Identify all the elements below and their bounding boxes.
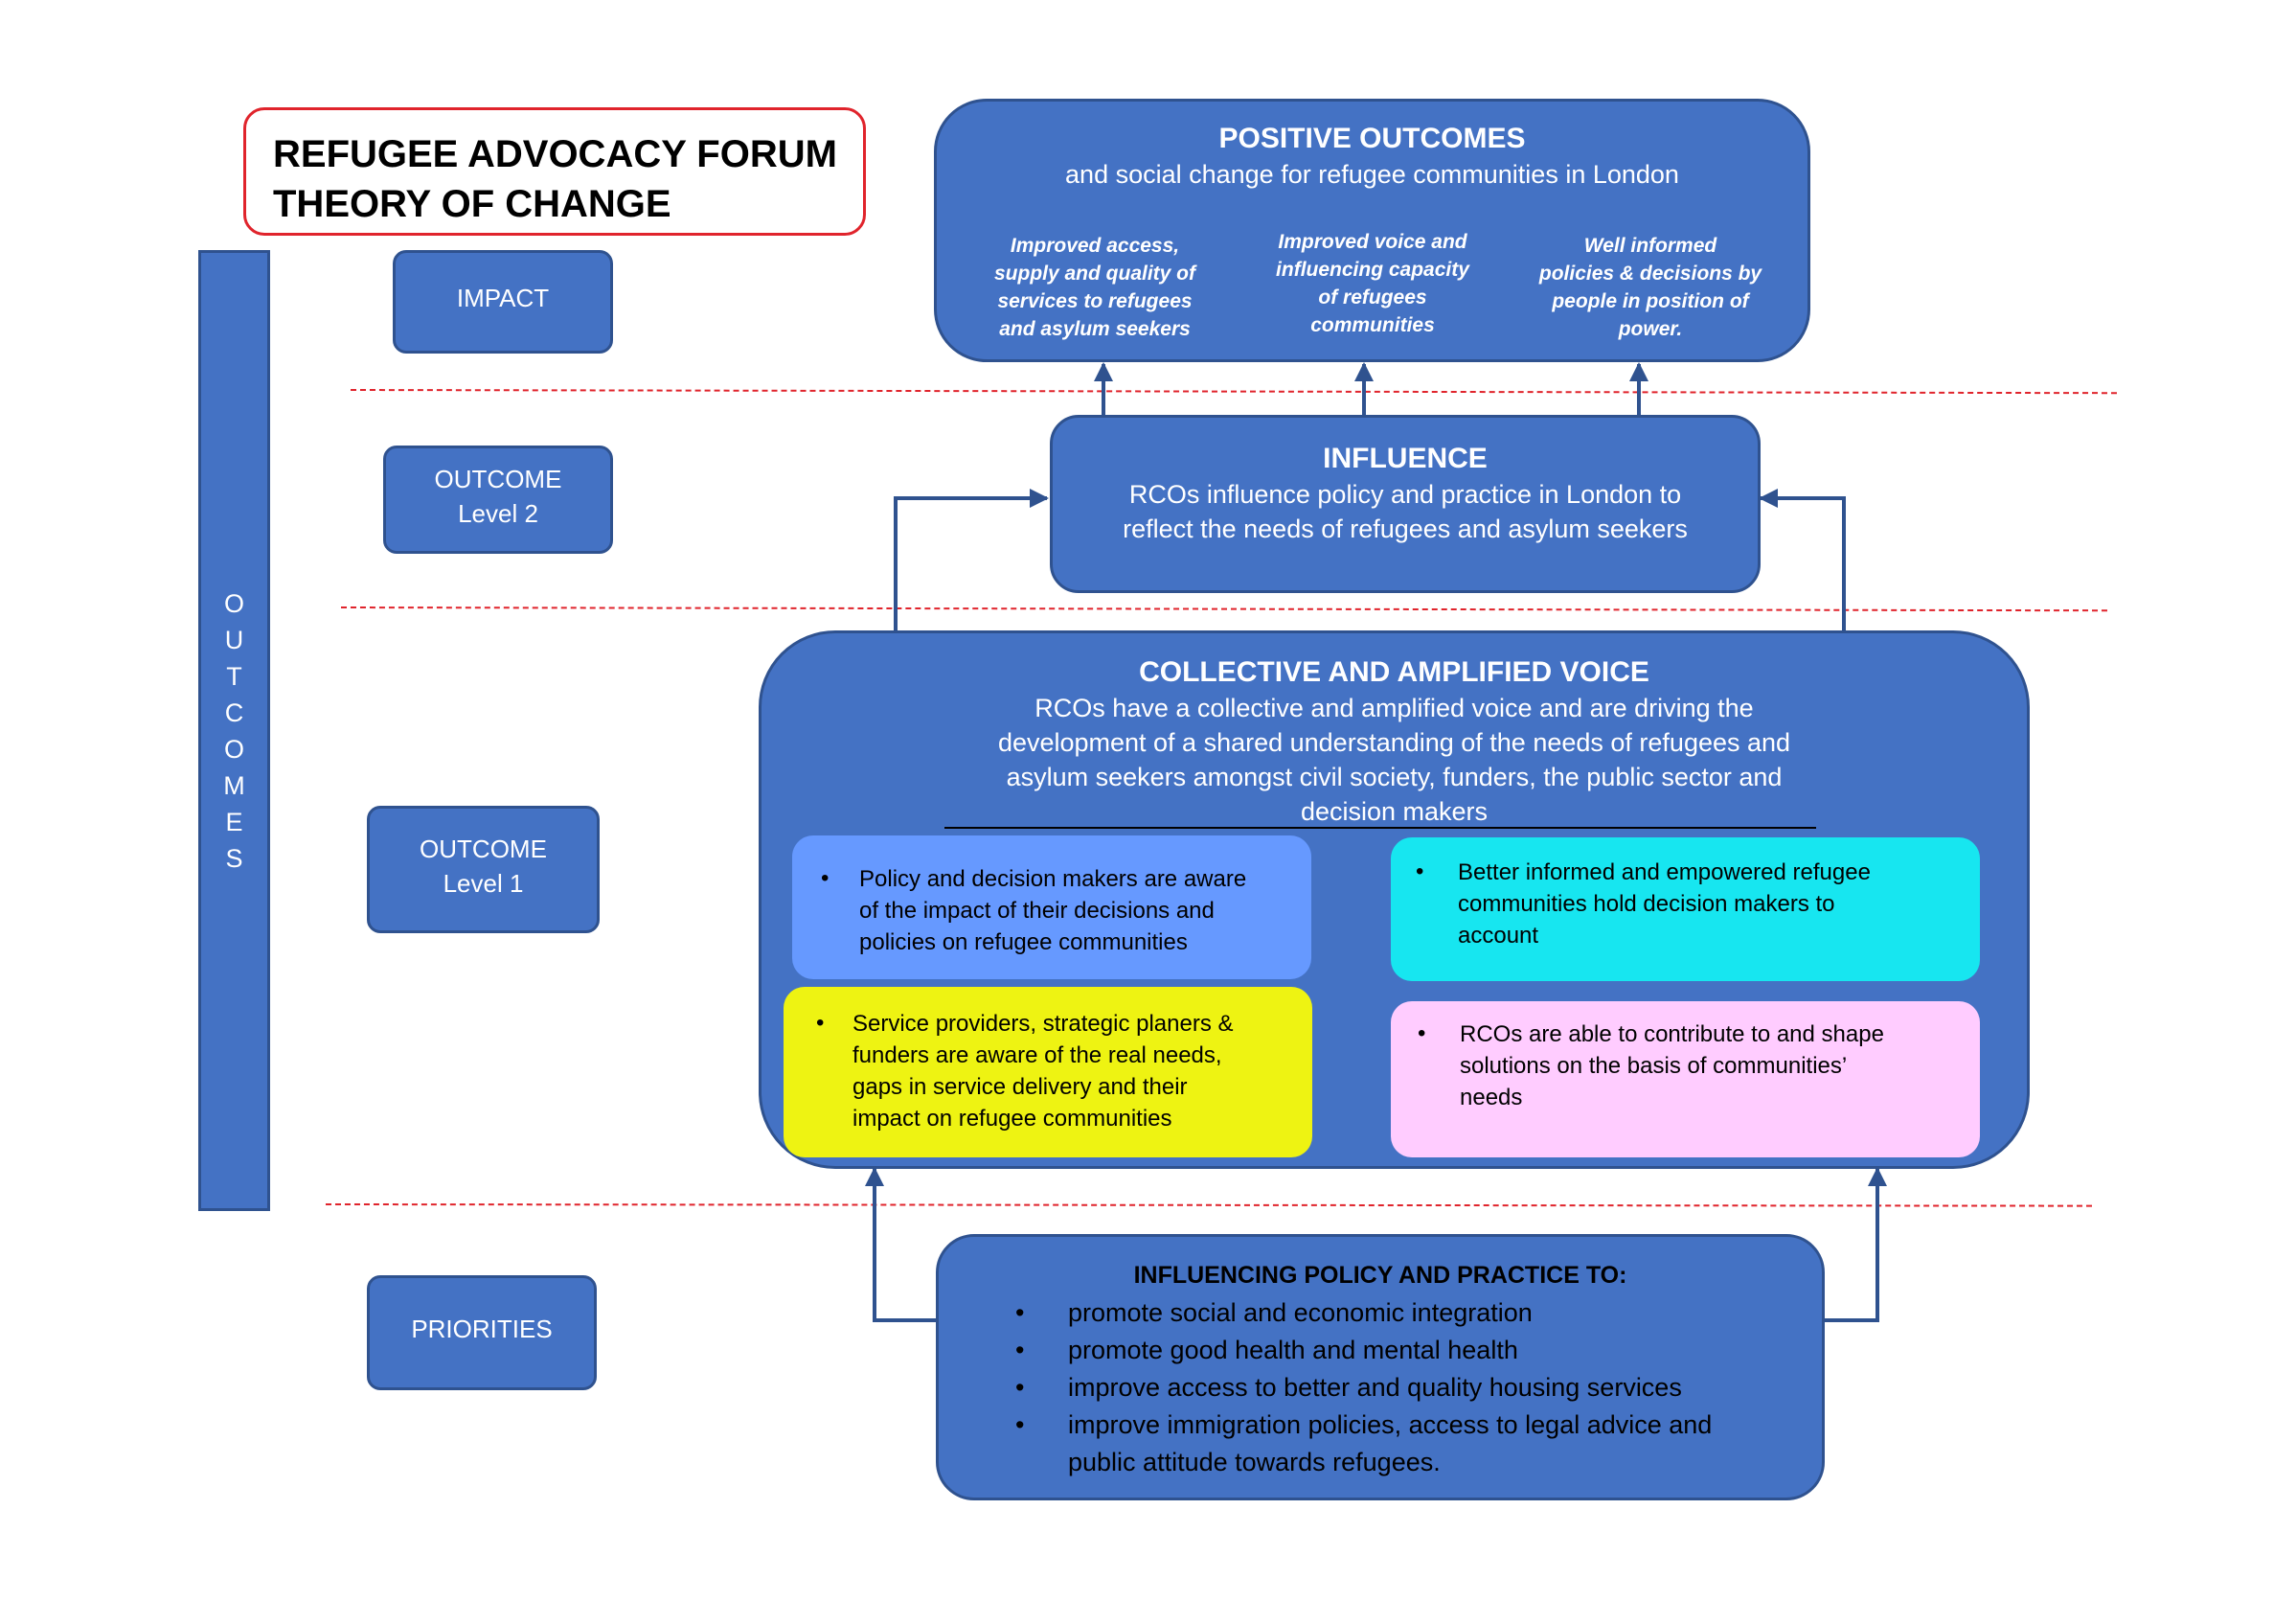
priority-text: public attitude towards refugees. [1068,1448,1441,1476]
card-line: RCOs are able to contribute to and shape [1460,1021,1884,1047]
bullet: • [1418,1020,1426,1046]
side-letter: C [224,698,244,727]
impact-label: IMPACT [456,284,550,312]
priorities-label-box: PRIORITIES [367,1275,597,1390]
priority-text: promote social and economic integration [1068,1298,1533,1327]
card-empowered-communities: • Better informed and empowered refugee … [1391,837,1980,981]
col-line: supply and quality of [993,263,1195,285]
col-line: Well informed [1583,235,1717,257]
col-line: services to refugees [997,290,1193,312]
priority-item: • improve access to better and quality h… [1015,1369,1712,1407]
bullet: • [1015,1373,1025,1402]
side-letter: M [223,770,245,800]
side-letter: T [226,661,242,691]
influence-line-1: RCOs influence policy and practice in Lo… [1128,480,1682,509]
arrow-to-influence-right [1759,489,1846,632]
collective-divider [944,827,1816,829]
outcome-level-1-box: OUTCOME Level 1 [367,806,600,933]
influence-line-2: reflect the needs of refugees and asylum… [1123,515,1688,543]
priority-text: improve access to better and quality hou… [1068,1373,1682,1402]
priority-text: improve immigration policies, access to … [1068,1410,1713,1439]
priority-item: • improve immigration policies, access t… [1015,1407,1712,1444]
bullet: • [1015,1410,1025,1439]
card-line: solutions on the basis of communities’ [1460,1053,1848,1079]
card-line: funders are aware of the real needs, [852,1042,1222,1068]
title-line-2: THEORY OF CHANGE [273,183,671,225]
card-line: Service providers, strategic planers & [852,1011,1234,1037]
card-line: of the impact of their decisions and [859,898,1215,924]
card-line: account [1458,923,1539,949]
collective-line-2: development of a shared understanding of… [997,728,1791,757]
influence-heading: INFLUENCE [1323,443,1488,474]
title-line-1: REFUGEE ADVOCACY FORUM [273,133,837,175]
outcome-level-2-box: OUTCOME Level 2 [383,446,613,554]
impact-label-box: IMPACT [393,250,613,354]
card-line: gaps in service delivery and their [852,1074,1188,1100]
outcome-2-level: Level 2 [458,498,538,528]
outcome-col-services: Improved access, supply and quality of s… [956,232,1234,343]
collective-heading: COLLECTIVE AND AMPLIFIED VOICE [1139,656,1649,688]
side-letter: E [225,807,243,836]
priorities-label: PRIORITIES [411,1315,553,1343]
outcomes-side-bar: O U T C O M E S [198,250,270,1211]
bullet: • [1416,858,1424,884]
side-letter: U [224,625,244,654]
bullet: • [1015,1298,1025,1327]
priority-text: promote good health and mental health [1068,1336,1518,1364]
col-line: communities [1310,314,1435,336]
arrow-to-collective-right [1820,1167,1887,1322]
arrow-to-collective-left [865,1167,936,1322]
side-letter: O [223,734,244,764]
card-policy-makers: • Policy and decision makers are aware o… [792,835,1311,979]
col-line: of refugees [1318,286,1427,309]
side-letter: O [223,588,244,618]
positive-outcomes-box: POSITIVE OUTCOMES and social change for … [934,99,1810,362]
priority-item: • promote good health and mental health [1015,1332,1712,1369]
priorities-heading: INFLUENCING POLICY AND PRACTICE TO: [1133,1262,1627,1289]
outcome-2-label: OUTCOME [434,464,562,493]
bullet: • [816,1010,825,1036]
outcome-col-voice: Improved voice and influencing capacity … [1234,228,1512,339]
card-line: Better informed and empowered refugee [1458,859,1871,885]
card-line: Policy and decision makers are aware [859,866,1247,892]
diagram-title: REFUGEE ADVOCACY FORUM THEORY OF CHANGE [243,107,866,236]
col-line: and asylum seekers [999,318,1191,340]
bullet: • [1015,1336,1025,1364]
card-line: communities hold decision makers to [1458,891,1835,917]
card-line: needs [1460,1085,1523,1110]
bullet: • [821,865,830,891]
priority-item: • promote social and economic integratio… [1015,1294,1712,1332]
col-line: influencing capacity [1276,259,1469,281]
card-line: impact on refugee communities [852,1106,1172,1132]
side-letter: S [225,843,243,873]
col-line: policies & decisions by [1538,263,1762,285]
collective-line-3: asylum seekers amongst civil society, fu… [1006,763,1783,791]
outcome-col-policies: Well informed policies & decisions by pe… [1507,232,1794,343]
outcome-1-label: OUTCOME [420,834,547,863]
positive-outcomes-subtitle: and social change for refugee communitie… [1065,160,1679,189]
priorities-list: • promote social and economic integratio… [1015,1294,1712,1481]
collective-line-1: RCOs have a collective and amplified voi… [1034,694,1754,722]
col-line: Improved voice and [1278,231,1467,253]
influence-box: INFLUENCE RCOs influence policy and prac… [1050,415,1761,593]
card-service-providers: • Service providers, strategic planers &… [784,987,1312,1157]
col-line: people in position of [1552,290,1749,312]
positive-outcomes-heading: POSITIVE OUTCOMES [1218,123,1526,154]
priorities-box: INFLUENCING POLICY AND PRACTICE TO: • pr… [936,1234,1825,1500]
collective-line-4: decision makers [1300,797,1489,826]
outcome-1-level: Level 1 [443,868,524,898]
card-line: policies on refugee communities [859,929,1188,955]
col-line: Improved access, [1010,235,1180,257]
card-rcos-solutions: • RCOs are able to contribute to and sha… [1391,1001,1980,1157]
col-line: power. [1618,318,1683,340]
priority-item-continuation: public attitude towards refugees. [1015,1444,1712,1481]
arrow-to-influence-left [894,489,1049,632]
